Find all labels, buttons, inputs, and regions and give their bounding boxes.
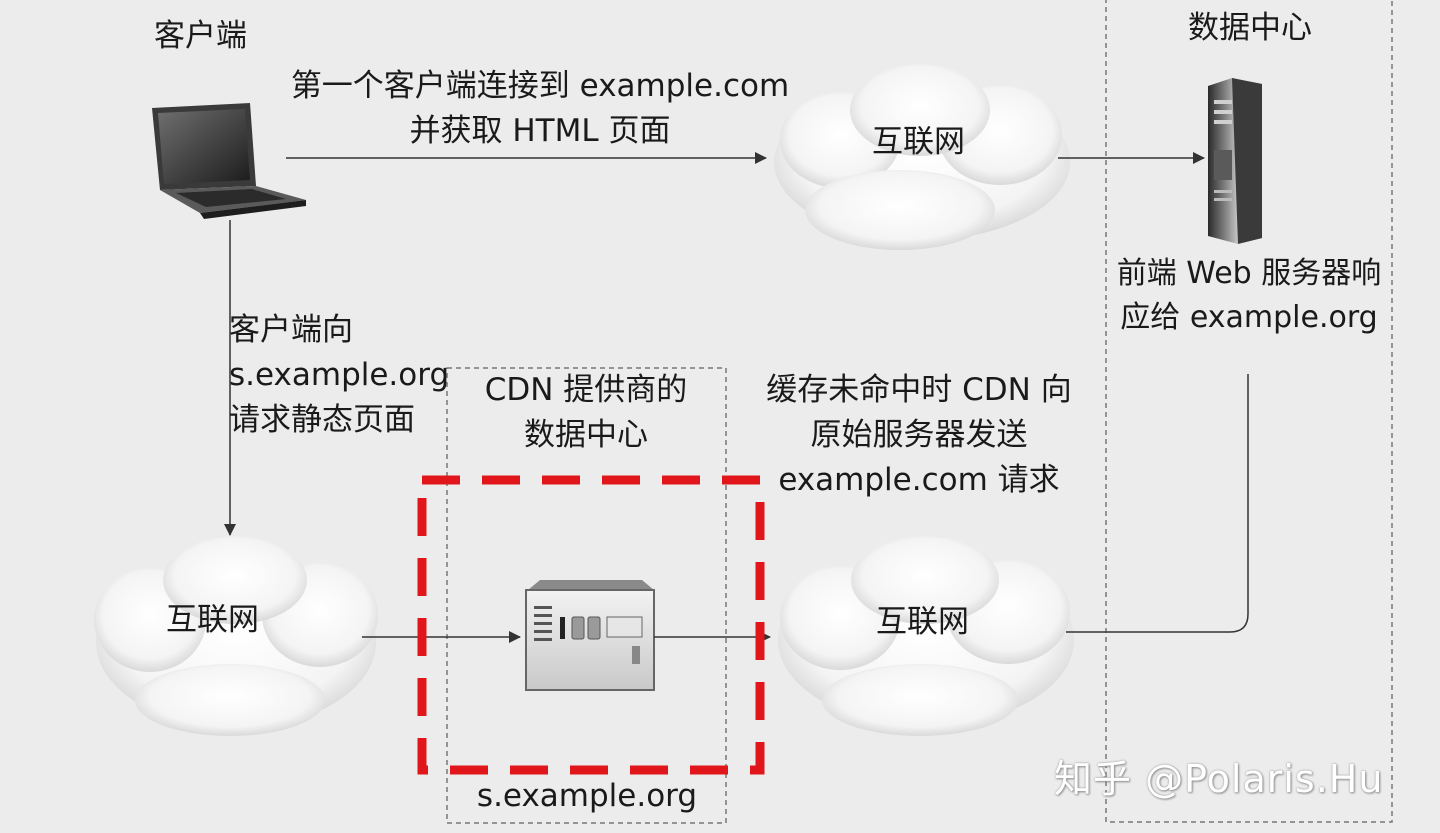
- client-title: 客户端: [154, 18, 247, 54]
- webserver-line-1: 前端 Web 服务器响: [1116, 256, 1382, 291]
- request-line-1: 客户端向: [229, 312, 353, 348]
- laptop-icon: [152, 103, 306, 219]
- request-description: 客户端向 s.example.org 请求静态页面: [229, 308, 449, 443]
- cache-miss-line-2: 原始服务器发送: [810, 416, 1028, 453]
- cache-miss-line-3: example.com 请求: [778, 461, 1060, 498]
- cdn-server-icon: [525, 580, 655, 691]
- web-server-icon: [1208, 78, 1262, 244]
- cache-miss-description: 缓存未命中时 CDN 向 原始服务器发送 example.com 请求: [752, 368, 1086, 503]
- watermark: 知乎 @Polaris.Hu: [1054, 757, 1384, 801]
- cdn-title: CDN 提供商的 数据中心: [466, 368, 706, 458]
- fetch-line-2: 并获取 HTML 页面: [409, 112, 671, 149]
- internet-cloud-top: [774, 64, 1070, 250]
- cdn-domain-label: s.example.org: [476, 778, 698, 814]
- cdn-title-line-1: CDN 提供商的: [484, 372, 688, 408]
- webserver-description: 前端 Web 服务器响 应给 example.org: [1110, 252, 1388, 339]
- cache-miss-line-1: 缓存未命中时 CDN 向: [766, 372, 1072, 408]
- cdn-title-line-2: 数据中心: [524, 416, 648, 453]
- request-line-2: s.example.org: [229, 356, 450, 393]
- line-internet-to-origin: [1066, 374, 1249, 633]
- internet-right-label: 互联网: [876, 604, 969, 640]
- datacenter-title: 数据中心: [1188, 10, 1312, 46]
- request-line-3: 请求静态页面: [229, 401, 415, 438]
- internet-top-label: 互联网: [872, 124, 965, 160]
- internet-cloud-left: [94, 536, 378, 736]
- fetch-description: 第一个客户端连接到 example.com 并获取 HTML 页面: [276, 64, 804, 154]
- webserver-line-2: 应给 example.org: [1120, 299, 1378, 335]
- internet-cloud-right: [778, 536, 1074, 736]
- datacenter-boundary: [1105, 0, 1393, 823]
- cdn-datacenter-boundary: [446, 367, 727, 824]
- cdn-highlight-box: [417, 475, 765, 775]
- fetch-line-1: 第一个客户端连接到 example.com: [290, 68, 790, 104]
- internet-left-label: 互联网: [166, 602, 259, 638]
